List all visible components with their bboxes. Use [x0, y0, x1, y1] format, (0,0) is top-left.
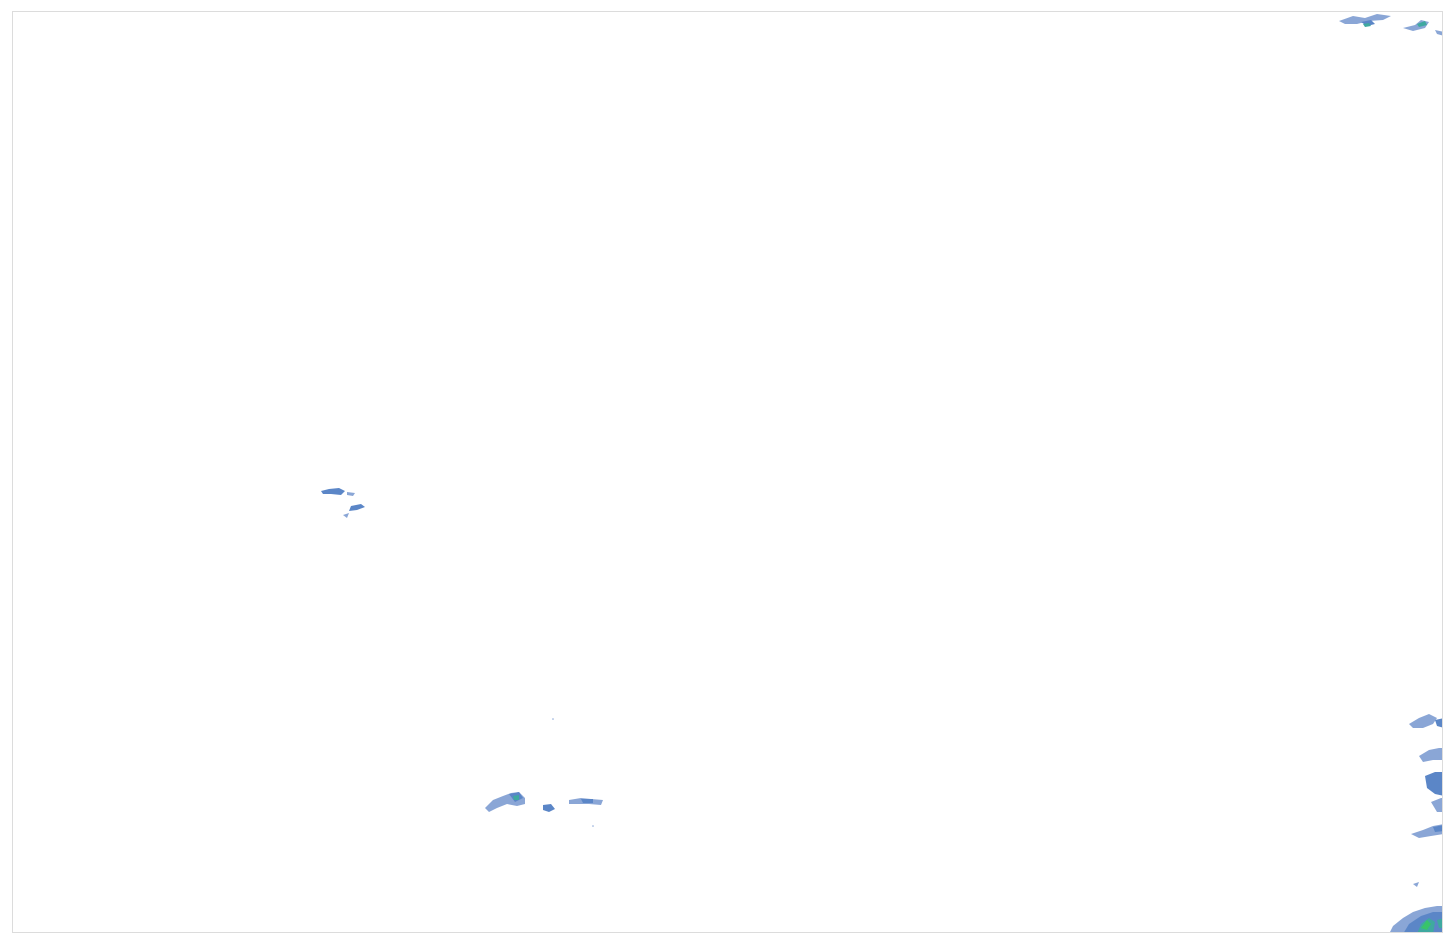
radar-echo — [1433, 825, 1442, 832]
radar-echo — [1361, 20, 1375, 26]
radar-echo — [1435, 30, 1442, 36]
radar-echo-cluster-south — [485, 718, 603, 827]
radar-echo-cluster-west — [321, 488, 365, 518]
radar-echo — [543, 804, 555, 812]
radar-echo — [1417, 21, 1427, 27]
radar-echo — [1431, 798, 1442, 812]
radar-echo — [1421, 920, 1431, 930]
radar-echo — [347, 492, 355, 496]
radar-echo-cluster-east — [1409, 714, 1442, 887]
radar-echo — [1435, 718, 1442, 728]
radar-echo — [1437, 918, 1442, 928]
radar-echo — [1419, 748, 1442, 762]
map-viewport[interactable] — [12, 11, 1443, 933]
radar-echo — [1413, 882, 1419, 887]
radar-echo — [1409, 714, 1437, 728]
radar-echo-cluster-top-right — [1339, 14, 1442, 36]
radar-echo — [513, 795, 519, 800]
radar-echo — [581, 799, 593, 803]
radar-echo — [592, 825, 594, 827]
radar-echo — [321, 488, 345, 495]
radar-echo — [343, 513, 349, 518]
radar-echo — [349, 504, 365, 511]
radar-echo-layer — [321, 14, 1442, 932]
radar-echo — [552, 718, 554, 720]
radar-echo-cluster-southeast — [1390, 906, 1442, 932]
radar-echo — [1363, 23, 1371, 27]
radar-echo — [1339, 14, 1391, 24]
radar-echo — [1425, 772, 1442, 796]
